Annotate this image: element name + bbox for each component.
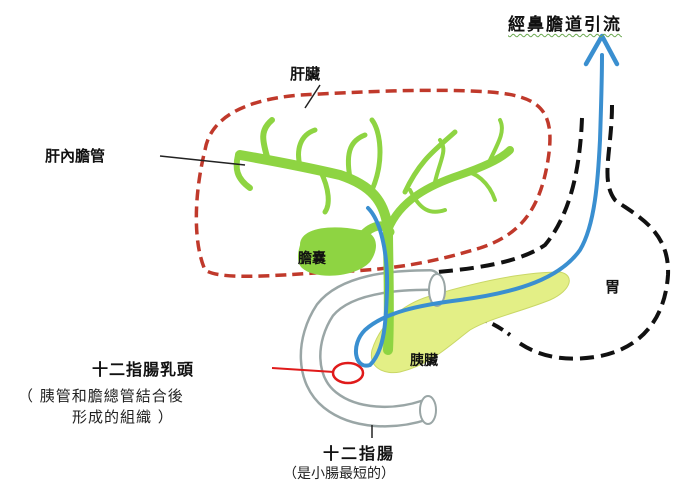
stomach-label: 胃 (605, 278, 621, 296)
stomach-outline-outer (513, 104, 671, 361)
duodenum-end-top (428, 273, 446, 307)
duodenum-end-bottom (419, 395, 437, 425)
pancreas-label: 胰臟 (410, 353, 438, 369)
duodenum-inner (302, 271, 439, 425)
papilla-label: 十二指腸乳頭 (92, 360, 195, 379)
papilla-marker (331, 361, 365, 385)
intrahepatic-duct-label: 肝內膽管 (45, 147, 106, 165)
title-label: 經鼻膽道引流 (508, 15, 622, 35)
liver-leader-line (304, 84, 321, 109)
duodenum-note: （是小腸最短的） (283, 466, 395, 482)
duct-leader-line (159, 155, 246, 166)
papilla-note-line1: （ 胰管和膽總管結合後 (18, 387, 184, 405)
drainage-tube[interactable] (354, 53, 604, 368)
gallbladder-shape (298, 227, 376, 276)
drainage-arrowhead (583, 33, 620, 67)
papilla-leader-line (271, 367, 335, 373)
duodenum-label: 十二指腸 (323, 444, 396, 463)
gallbladder-label: 膽囊 (298, 251, 326, 267)
liver-label: 肝臟 (290, 65, 321, 83)
papilla-note-line2: 形成的組織 ） (72, 408, 174, 426)
stomach-outline-inner (437, 117, 584, 274)
liver-outline (194, 88, 552, 278)
